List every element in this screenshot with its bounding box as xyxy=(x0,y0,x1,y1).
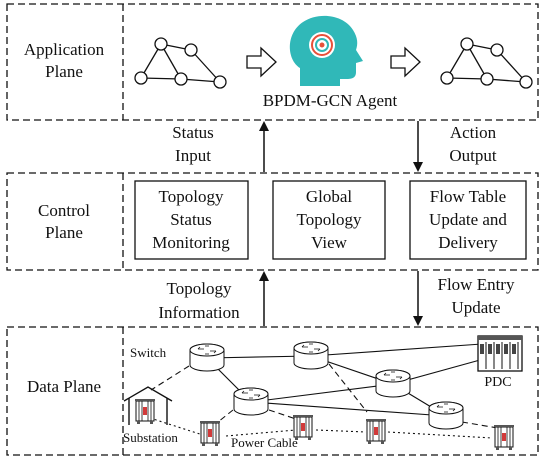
switch-icon xyxy=(189,343,225,372)
switch-icon xyxy=(428,401,464,430)
hollow-arrow-icon xyxy=(390,46,421,78)
application-plane: Application Plane xyxy=(6,3,539,121)
data-plane-label: Data Plane xyxy=(27,377,101,396)
action-output-line2: Output xyxy=(449,146,497,165)
pdc-server-icon xyxy=(477,335,523,372)
input-graph-icon xyxy=(134,37,227,89)
switch-icon xyxy=(375,369,411,398)
status-input-line2: Input xyxy=(175,146,211,165)
transformer-icon xyxy=(365,418,387,445)
module-line: Flow Table xyxy=(430,187,506,206)
topology-information-line2: Information xyxy=(158,303,240,322)
module-line: Monitoring xyxy=(152,233,230,252)
power-cable-label: Power Cable xyxy=(231,435,298,450)
ai-head-icon xyxy=(289,15,363,86)
module-line: Global xyxy=(306,187,353,206)
agent-label: BPDM-GCN Agent xyxy=(263,91,398,110)
substation-label: Substation xyxy=(123,430,178,445)
application-plane-label-line2: Plane xyxy=(45,62,83,81)
flow-table-update-box: Flow Table Update and Delivery xyxy=(409,180,527,260)
transformer-icon xyxy=(199,420,221,447)
topology-status-monitoring-box: Topology Status Monitoring xyxy=(134,180,249,260)
module-line: Topology xyxy=(159,187,224,206)
action-output-line1: Action xyxy=(450,123,497,142)
power-cable-line xyxy=(149,417,493,439)
module-line: View xyxy=(311,233,348,252)
flow-entry-update-line1: Flow Entry xyxy=(438,275,515,294)
module-line: Delivery xyxy=(438,233,498,252)
status-input-line1: Status xyxy=(172,123,214,142)
module-line: Topology xyxy=(297,210,362,229)
switch-icon xyxy=(293,341,329,370)
topology-information-line1: Topology xyxy=(167,279,232,298)
control-plane: Control Plane Topology Status Monitoring… xyxy=(6,172,539,271)
transformer-icon xyxy=(134,398,156,425)
control-plane-label-line2: Plane xyxy=(45,223,83,242)
hollow-arrow-icon xyxy=(246,46,277,78)
flow-entry-update-line2: Update xyxy=(451,298,500,317)
data-plane: Data Plane xyxy=(6,326,539,456)
switch-label: Switch xyxy=(130,345,167,360)
module-line: Status xyxy=(170,210,212,229)
pdc-label: PDC xyxy=(484,375,511,390)
control-plane-label-line1: Control xyxy=(38,201,90,220)
output-graph-icon xyxy=(440,37,533,89)
global-topology-view-box: Global Topology View xyxy=(272,180,386,260)
transformer-icon xyxy=(493,424,515,451)
switch-icon xyxy=(233,387,269,416)
module-line: Update and xyxy=(429,210,507,229)
application-plane-label-line1: Application xyxy=(24,40,105,59)
